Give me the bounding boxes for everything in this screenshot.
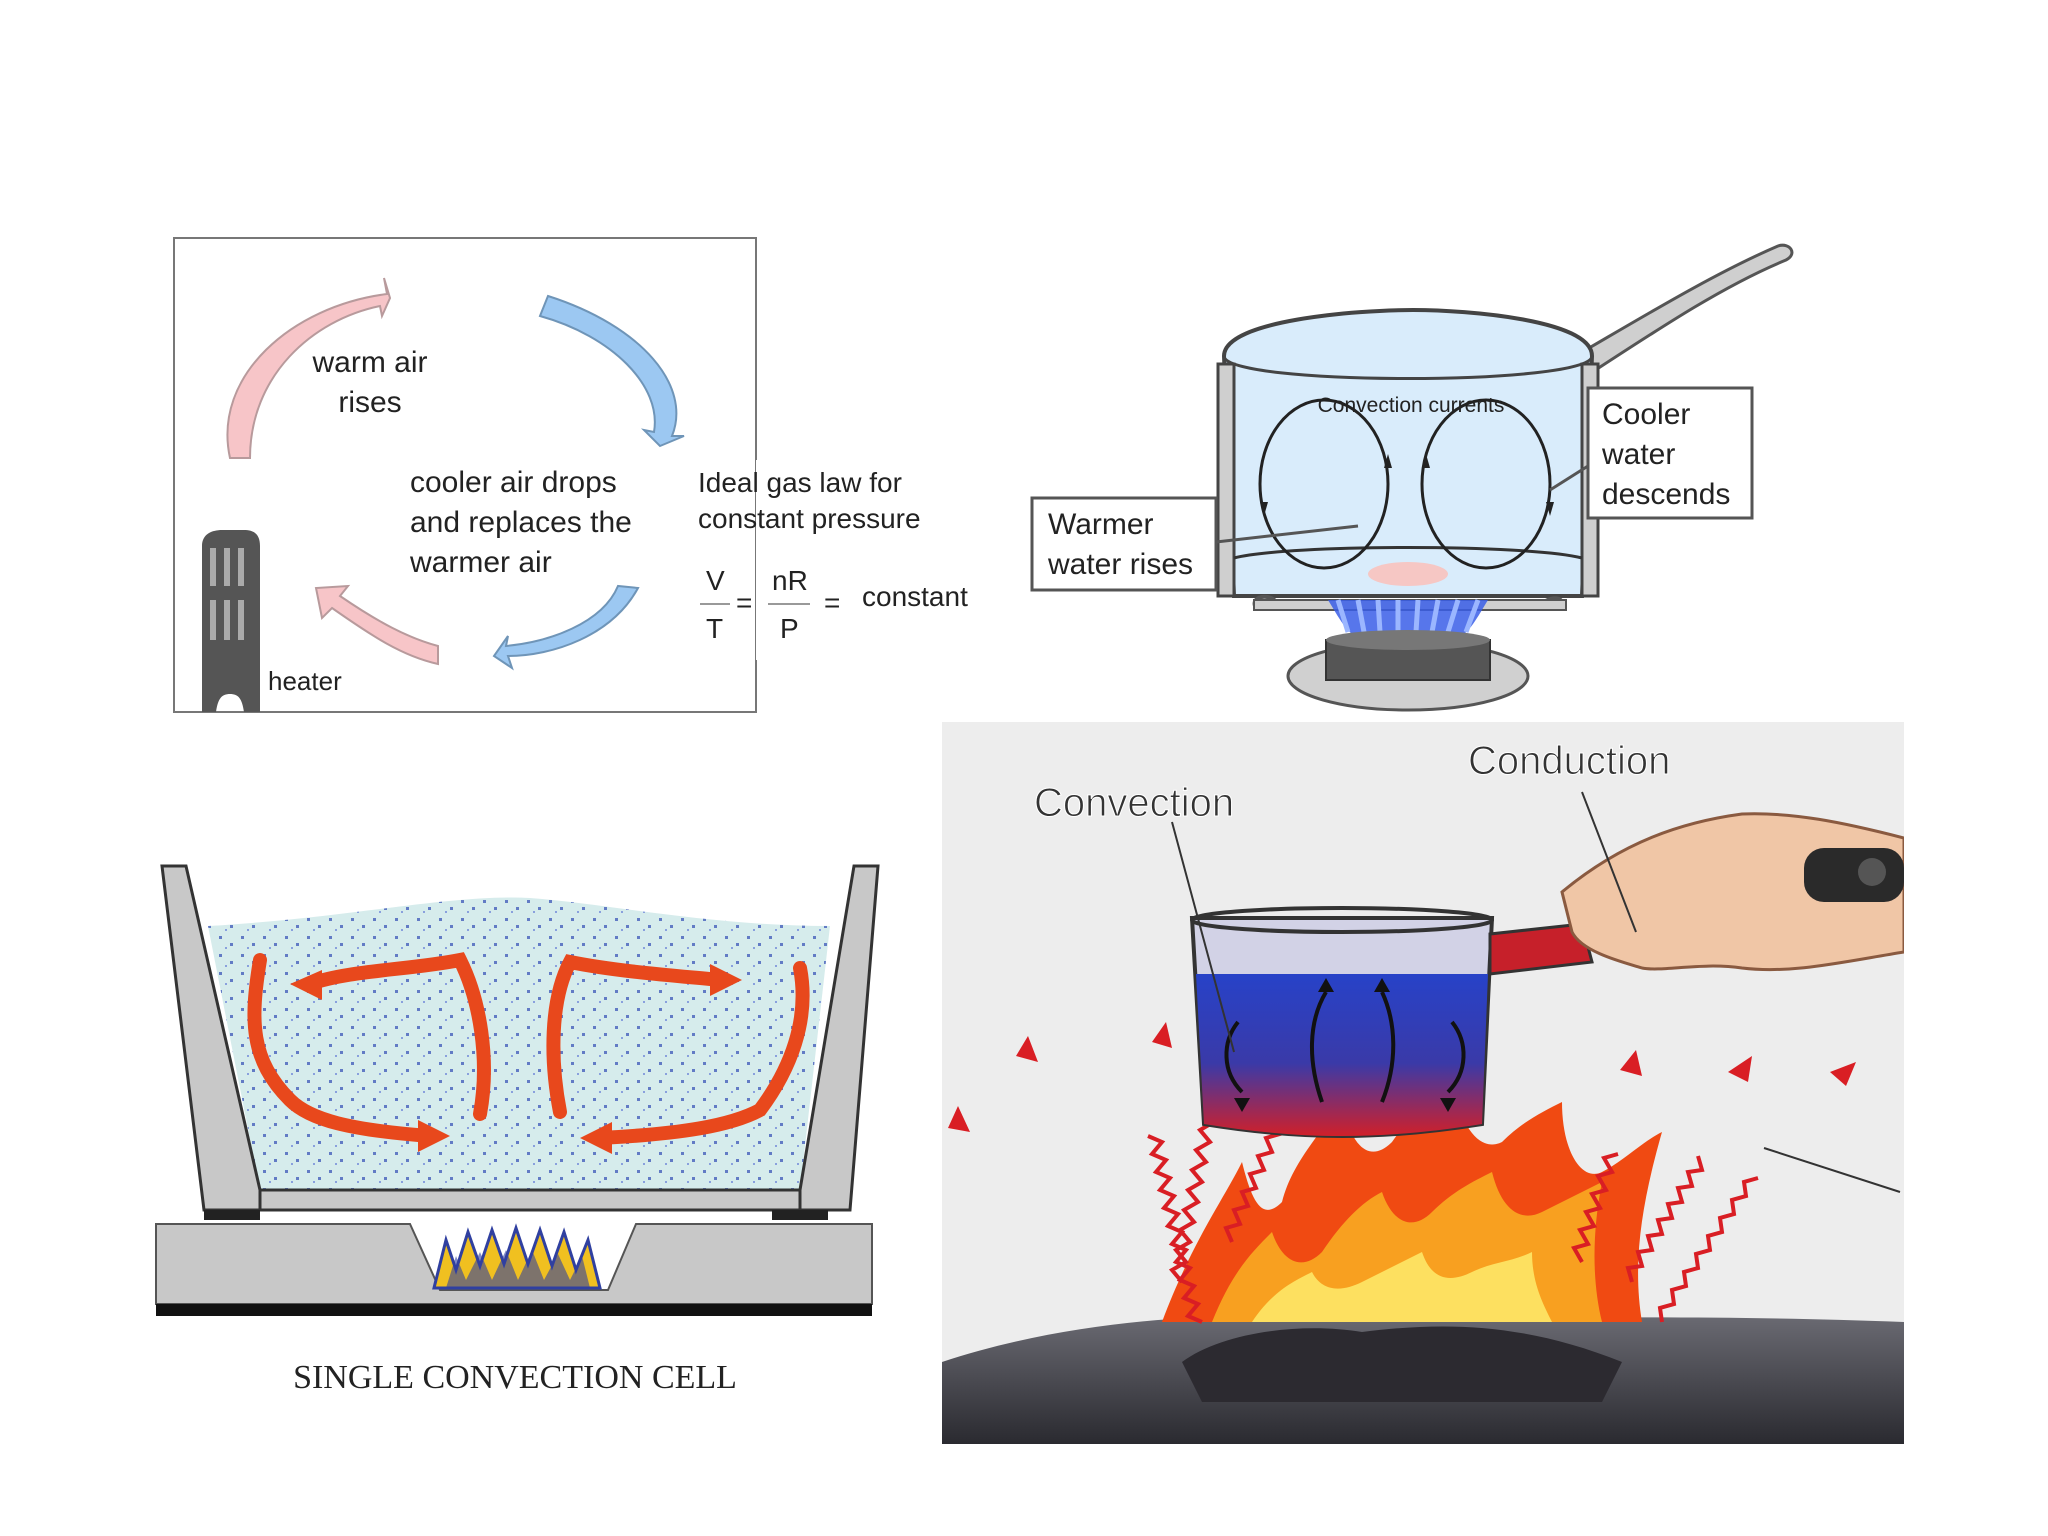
- burner-flame-icon: [1252, 594, 1567, 712]
- gas-law-equals-1: =: [736, 587, 752, 618]
- cool-air-label-3: warmer air: [409, 546, 552, 579]
- conduction-label: Conduction: [1468, 739, 1670, 783]
- warmer-water-box: [1030, 496, 1218, 592]
- fire-pot-handle: [1488, 922, 1594, 976]
- radiation-wave-arrows: [1147, 1108, 1759, 1324]
- cool-air-label-1: cooler air drops: [410, 466, 617, 499]
- conduction-leader: [1581, 791, 1637, 933]
- convection-current-loops: [1258, 398, 1552, 570]
- cool-air-arrow-bottom: [492, 584, 640, 671]
- fire-pot-water: [1196, 974, 1488, 1136]
- gas-law-nr: nR: [772, 565, 808, 596]
- cooler-water-label-1: Cooler: [1602, 398, 1690, 431]
- warm-air-label-1: warm air: [311, 346, 427, 379]
- gas-law-line-1: Ideal gas law for: [698, 467, 902, 498]
- convection-leader: [1171, 821, 1235, 1053]
- gas-law-v: V: [706, 565, 725, 596]
- warm-air-label-2: rises: [338, 386, 401, 419]
- warmer-water-label-2: water rises: [1047, 548, 1193, 581]
- stove-flame-icon: [432, 1223, 602, 1290]
- pot-body: [1221, 307, 1595, 598]
- pot-handle: [1556, 243, 1794, 391]
- air-panel-frame: [173, 237, 757, 713]
- fire-flame-icon: [1162, 1082, 1662, 1402]
- heater-label: heater: [268, 666, 342, 696]
- cooler-water-box: [1586, 386, 1754, 520]
- convection-cell-arrows: [247, 952, 810, 1145]
- cool-air-arrow-top: [538, 294, 685, 448]
- pot-convection-panel: Convection currents Cooler water descend…: [1030, 243, 1794, 712]
- air-convection-panel: warm air rises cooler air drops and repl…: [173, 237, 757, 713]
- heater-icon: [202, 530, 260, 712]
- warm-air-arrow: [226, 277, 392, 459]
- gas-law-constant: constant: [862, 581, 968, 612]
- cooler-water-label-2: water: [1601, 438, 1675, 471]
- cooler-water-label-3: descends: [1602, 478, 1730, 511]
- convection-label: Convection: [1034, 781, 1234, 825]
- gas-law-formula: Ideal gas law for constant pressure V T …: [698, 460, 1020, 660]
- radiation-leader: [1763, 1147, 1901, 1193]
- pot-title: Convection currents: [1318, 394, 1505, 417]
- fire-heat-transfer-panel: Convection Conduction: [942, 722, 1904, 1444]
- warmer-water-label-1: Warmer: [1048, 508, 1154, 541]
- cool-air-label-2: and replaces the: [410, 506, 632, 539]
- convection-cell-caption: SINGLE CONVECTION CELL: [293, 1359, 737, 1396]
- gas-law-line-2: constant pressure: [698, 503, 921, 534]
- convection-cell-panel: SINGLE CONVECTION CELL: [155, 864, 880, 1396]
- water-convection-arrows: [1224, 990, 1466, 1103]
- warm-air-arrow-bottom: [314, 584, 439, 666]
- gas-law-equals-2: =: [824, 587, 840, 618]
- gas-law-p: P: [780, 613, 799, 644]
- vessel-bottom: [258, 1188, 802, 1212]
- gas-law-t: T: [706, 613, 723, 644]
